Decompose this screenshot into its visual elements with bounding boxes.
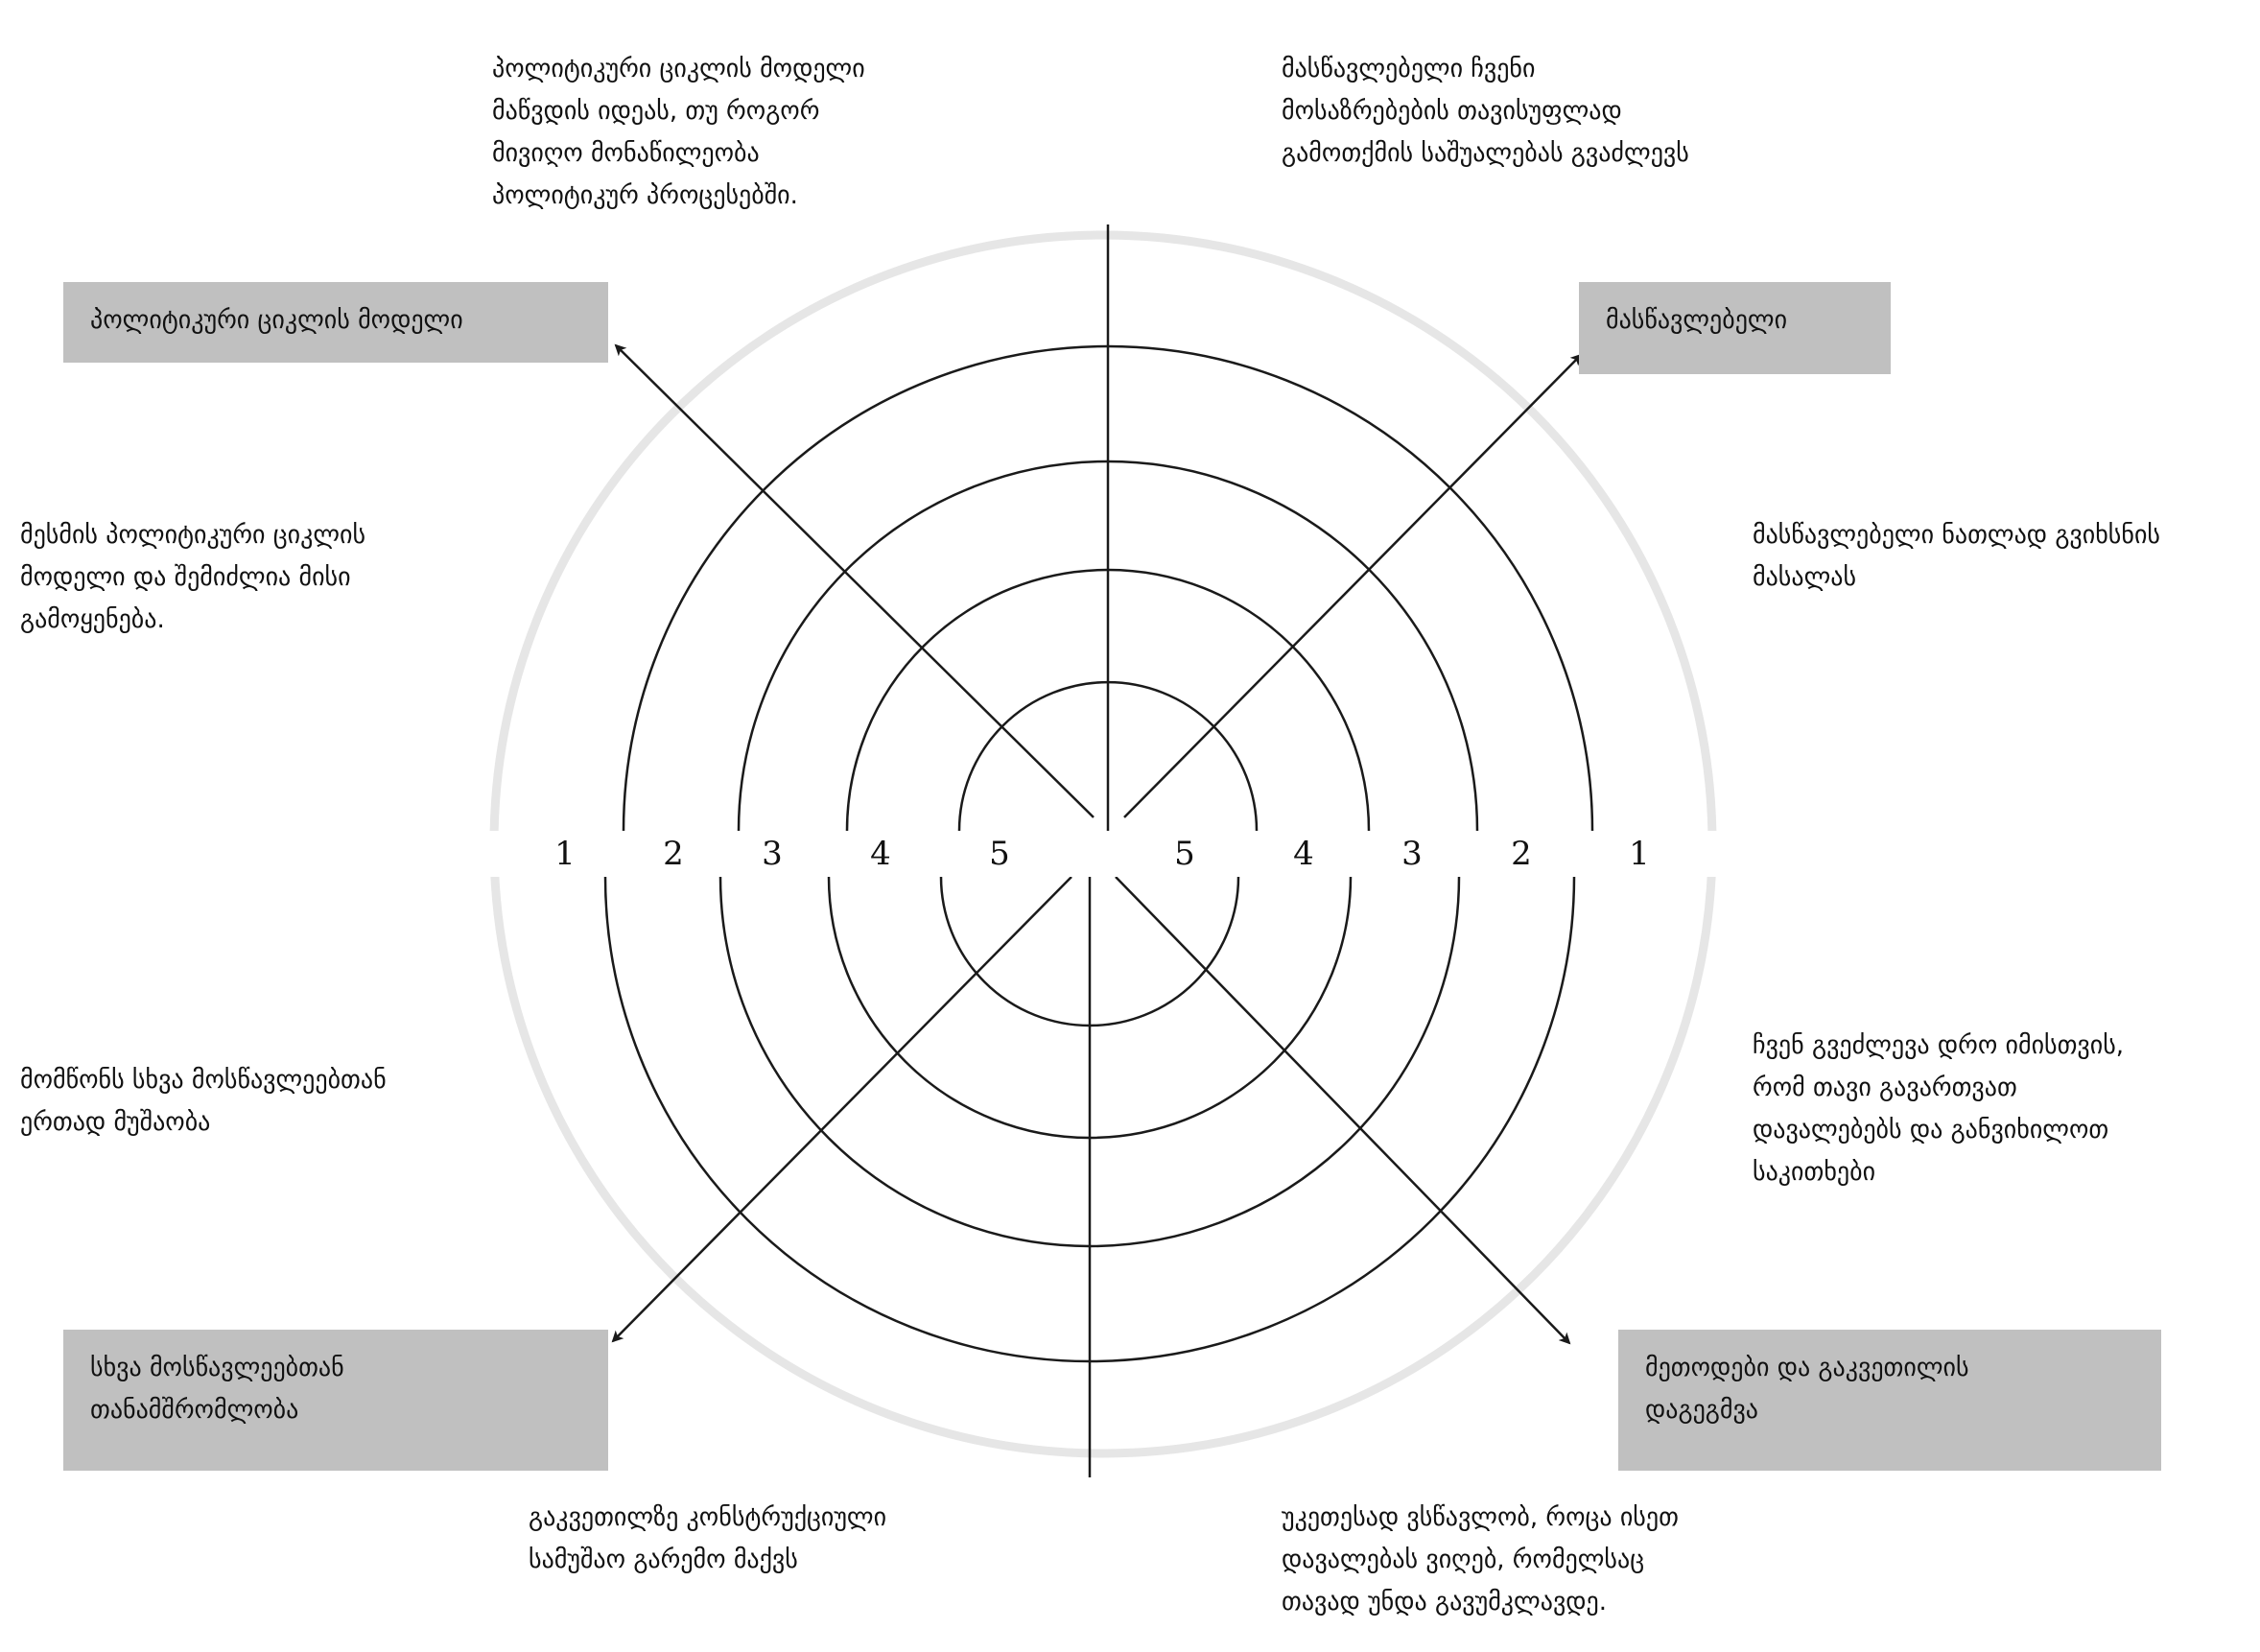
statement-time-for-tasks: ჩვენ გვეძლევა დრო იმისთვის, რომ თავი გავ… [1753, 1025, 2124, 1193]
category-box-methods: მეთოდები და გაკვეთილის დაგეგმვა [1618, 1330, 2161, 1471]
category-box-collaboration: სხვა მოსწავლეებთან თანამშრომლობა [63, 1330, 608, 1471]
text-line: დავალებებს და განვიხილოთ [1753, 1116, 2109, 1145]
scale-left-2: 2 [663, 835, 684, 873]
statement-constructive-environment: გაკვეთილზე კონსტრუქციული სამუშაო გარემო … [529, 1497, 886, 1581]
statement-like-working-together: მომწონს სხვა მოსწავლეებთან ერთად მუშაობა [20, 1059, 387, 1144]
arrow-bottom-right [1115, 876, 1571, 1345]
box-label-line: დაგეგმვა [1645, 1396, 1759, 1425]
box-label-line: მეთოდები და გაკვეთილის [1645, 1354, 1969, 1382]
text-line: გამოთქმის საშუალებას გვაძლევს [1282, 139, 1689, 168]
scale-right-1: 1 [1629, 835, 1650, 873]
text-line: საკითხები [1753, 1158, 1876, 1187]
statement-teacher-explains: მასწავლებელი ნათლად გვიხსნის მასალას [1753, 514, 2160, 599]
category-box-teacher: მასწავლებელი [1579, 282, 1891, 374]
text-line: მივიღო მონაწილეობა [492, 139, 760, 168]
text-line: მასწავლებელი ნათლად გვიხსნის [1753, 521, 2161, 550]
text-line: პოლიტიკურ პროცესებში. [492, 181, 798, 210]
scale-strip [480, 831, 1746, 877]
scale-left-5: 5 [989, 835, 1010, 873]
statement-teacher-opinions: მასწავლებელი ჩვენი მოსაზრებების თავისუფლ… [1282, 48, 1689, 175]
text-line: რომ თავი გავართვათ [1753, 1074, 2017, 1102]
text-line: უკეთესად ვსწავლობ, როცა ისეთ [1282, 1503, 1679, 1532]
text-line: მესმის პოლიტიკური ციკლის [20, 521, 366, 550]
arrow-top-right [1123, 353, 1583, 818]
category-box-political-cycle: პოლიტიკური ციკლის მოდელი [63, 282, 608, 363]
text-line: ჩვენ გვეძლევა დრო იმისთვის, [1753, 1031, 2125, 1060]
arrow-top-left [614, 343, 1095, 818]
box-label-line: თანამშრომლობა [90, 1396, 299, 1425]
text-line: დავალებას ვიღებ, რომელსაც [1282, 1546, 1645, 1574]
text-line: პოლიტიკური ციკლის მოდელი [492, 55, 865, 83]
scale-left-4: 4 [870, 835, 891, 873]
box-label: პოლიტიკური ციკლის მოდელი [90, 306, 463, 335]
scale-right-3: 3 [1401, 835, 1423, 873]
text-line: მოდელი და შემიძლია მისი [20, 563, 351, 592]
text-line: თავად უნდა გავუმკლავდე. [1282, 1588, 1608, 1617]
statement-learn-best-challenging: უკეთესად ვსწავლობ, როცა ისეთ დავალებას ვ… [1282, 1497, 1679, 1623]
scale-right-4: 4 [1293, 835, 1314, 873]
text-line: სამუშაო გარემო მაქვს [529, 1546, 798, 1574]
text-line: გამოყენება. [20, 605, 165, 634]
text-line: მაწვდის იდეას, თუ როგორ [492, 97, 820, 126]
text-line: მასწავლებელი ჩვენი [1282, 55, 1536, 83]
scale-right-5: 5 [1174, 835, 1195, 873]
statement-political-cycle-idea: პოლიტიკური ციკლის მოდელი მაწვდის იდეას, … [492, 48, 865, 217]
scale-left-3: 3 [762, 835, 783, 873]
text-line: გაკვეთილზე კონსტრუქციული [529, 1503, 887, 1532]
scale-right-2: 2 [1511, 835, 1532, 873]
box-label: მასწავლებელი [1606, 306, 1788, 335]
text-line: ერთად მუშაობა [20, 1108, 211, 1137]
text-line: მოსაზრებების თავისუფლად [1282, 97, 1622, 126]
scale-left-1: 1 [554, 835, 576, 873]
text-line: მასალას [1753, 563, 1857, 592]
statement-understand-model: მესმის პოლიტიკური ციკლის მოდელი და შემიძ… [20, 514, 365, 641]
text-line: მომწონს სხვა მოსწავლეებთან [20, 1066, 387, 1095]
box-label-line: სხვა მოსწავლეებთან [90, 1354, 344, 1382]
arrow-bottom-left [611, 876, 1072, 1343]
